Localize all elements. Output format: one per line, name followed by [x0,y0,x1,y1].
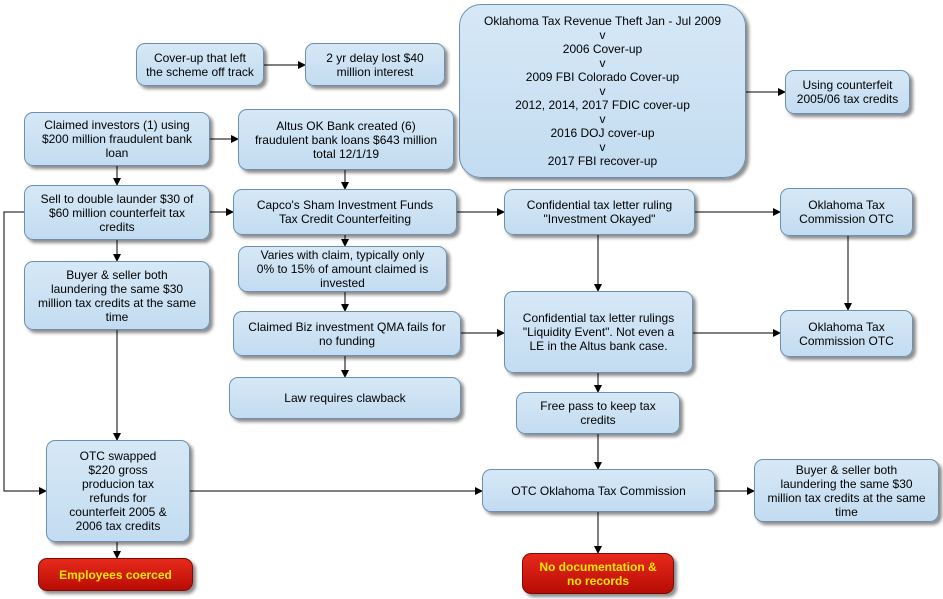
node-buyer-seller-right-label: Buyer & seller both laundering the same … [767,462,926,519]
node-delay-lost-label: 2 yr delay lost $40 million interest [326,50,424,79]
node-letter-okayed-label: Confidential tax letter ruling "Investme… [526,198,673,226]
node-varies-claim-label: Varies with claim, typically only 0% to … [256,248,429,290]
node-theft-timeline-label: Oklahoma Tax Revenue Theft Jan - Jul 200… [483,14,722,168]
node-capco-funds: Capco's Sham Investment Funds Tax Credit… [233,189,457,235]
node-free-pass: Free pass to keep tax credits [516,392,680,434]
node-coverup-scheme: Cover-up that left the scheme off track [136,43,264,86]
node-clawback-label: Law requires clawback [284,391,406,405]
arrow-launder-loop-to-otcswapped [3,211,47,495]
node-theft-timeline: Oklahoma Tax Revenue Theft Jan - Jul 200… [459,4,746,178]
node-otc-mid-label: Oklahoma Tax Commission OTC [799,319,894,348]
node-employees-coerced: Employees coerced [38,558,193,591]
node-letter-liquidity: Confidential tax letter rulings "Liquidi… [504,291,693,373]
node-counterfeit-credits-label: Using counterfeit 2005/06 tax credits [796,78,899,106]
node-buyer-seller-left: Buyer & seller both laundering the same … [24,261,210,330]
node-double-launder-label: Sell to double launder $30 of $60 millio… [40,191,194,234]
node-qma-fails: Claimed Biz investment QMA fails for no … [233,311,461,356]
node-claimed-investors-label: Claimed investors (1) using $200 million… [41,118,193,160]
node-otc-commission: OTC Oklahoma Tax Commission [482,469,715,512]
node-otc-top: Oklahoma Tax Commission OTC [780,188,913,236]
node-letter-liquidity-label: Confidential tax letter rulings "Liquidi… [522,311,675,353]
node-qma-fails-label: Claimed Biz investment QMA fails for no … [248,319,446,348]
node-claimed-investors: Claimed investors (1) using $200 million… [24,112,210,166]
node-delay-lost: 2 yr delay lost $40 million interest [305,43,445,86]
node-varies-claim: Varies with claim, typically only 0% to … [238,246,447,292]
node-buyer-seller-left-label: Buyer & seller both laundering the same … [37,267,197,324]
node-free-pass-label: Free pass to keep tax credits [540,399,656,427]
node-employees-coerced-label: Employees coerced [59,567,172,582]
node-otc-top-label: Oklahoma Tax Commission OTC [799,198,894,226]
node-otc-mid: Oklahoma Tax Commission OTC [780,310,913,357]
node-coverup-scheme-label: Cover-up that left the scheme off track [146,50,254,79]
node-clawback: Law requires clawback [229,377,461,419]
node-buyer-seller-right: Buyer & seller both laundering the same … [754,459,939,522]
node-no-documentation: No documentation & no records [522,553,674,594]
node-letter-okayed: Confidential tax letter ruling "Investme… [504,189,695,235]
node-otc-commission-label: OTC Oklahoma Tax Commission [511,483,686,498]
node-counterfeit-credits: Using counterfeit 2005/06 tax credits [785,70,910,114]
node-otc-swapped: OTC swapped $220 gross producion tax ref… [46,440,190,542]
node-altus-bank: Altus OK Bank created (6) fraudulent ban… [238,109,454,170]
node-otc-swapped-label: OTC swapped $220 gross producion tax ref… [69,449,167,533]
node-altus-bank-label: Altus OK Bank created (6) fraudulent ban… [254,118,438,161]
node-double-launder: Sell to double launder $30 of $60 millio… [24,185,210,240]
node-no-documentation-label: No documentation & no records [539,559,657,588]
node-capco-funds-label: Capco's Sham Investment Funds Tax Credit… [256,198,434,226]
